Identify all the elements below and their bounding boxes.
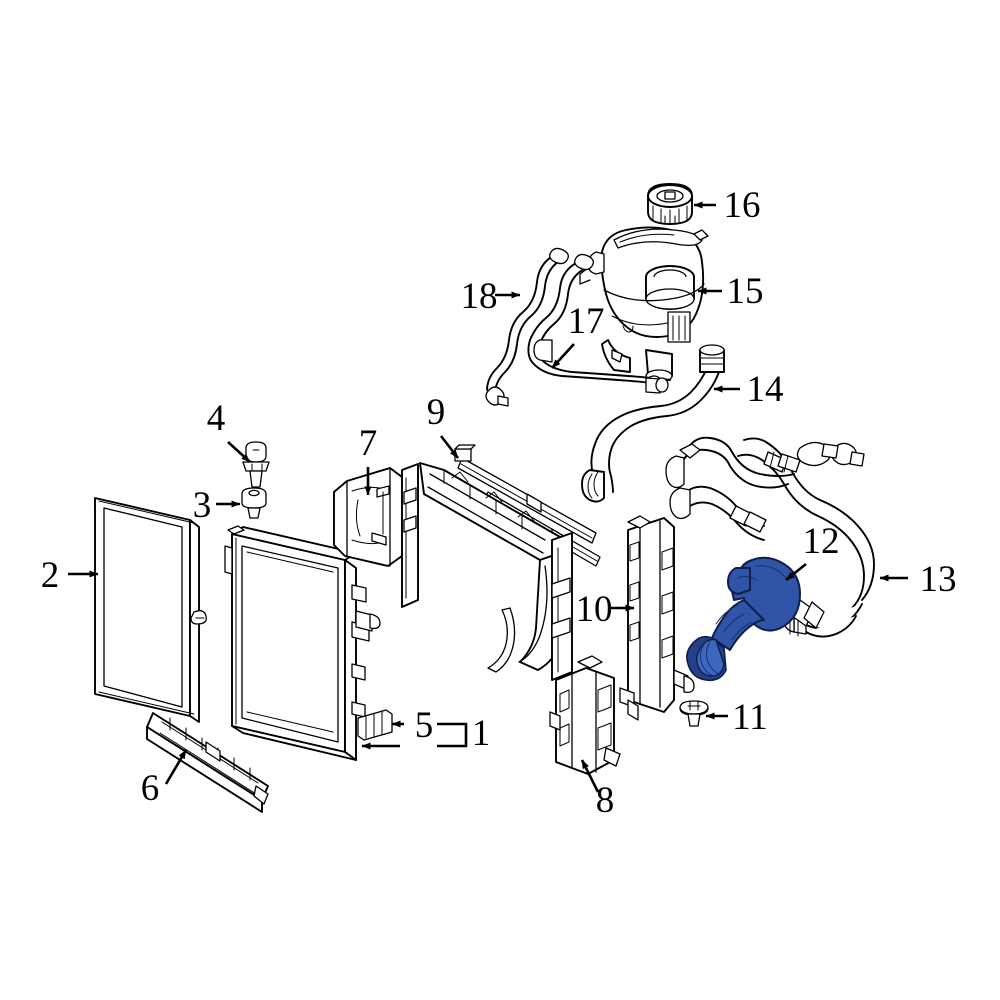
callout-label-9[interactable]: 9 <box>427 392 446 433</box>
callout-label-4[interactable]: 4 <box>207 398 226 439</box>
part-15-coolant-expansion-tank <box>579 226 709 383</box>
callout-label-8[interactable]: 8 <box>596 780 615 821</box>
leader-12 <box>785 562 807 582</box>
upper-crossmember-frame <box>419 462 573 681</box>
part-5-radiator-mount-bracket <box>357 709 393 741</box>
callout-label-1[interactable]: 1 <box>472 713 491 754</box>
leader-4 <box>227 441 251 463</box>
callout-label-11[interactable]: 11 <box>732 697 768 738</box>
part-3-condenser-grommet <box>241 487 267 519</box>
upper-right-hose-cluster <box>665 436 839 541</box>
callout-label-18[interactable]: 18 <box>461 276 498 317</box>
leader-9 <box>439 435 460 459</box>
callout-label-10[interactable]: 10 <box>576 589 613 630</box>
callout-label-15[interactable]: 15 <box>727 271 764 312</box>
part-4-upper-mount-pin <box>242 441 270 488</box>
bracket-1 <box>437 722 468 748</box>
callout-label-5[interactable]: 5 <box>415 705 434 746</box>
part-1-radiator <box>224 525 381 761</box>
callout-label-7[interactable]: 7 <box>359 423 378 464</box>
part-6-lower-air-deflector <box>146 712 269 813</box>
callout-label-3[interactable]: 3 <box>193 485 212 526</box>
callout-label-16[interactable]: 16 <box>724 185 761 226</box>
leader-6 <box>164 749 188 785</box>
part-17-vent-hose-lower <box>527 253 671 394</box>
part-18-vent-hose-upper <box>485 247 569 407</box>
part-8-lower-side-air-baffle <box>549 655 621 775</box>
callout-leaders <box>68 201 908 793</box>
part-16-reservoir-cap <box>647 183 693 225</box>
leader-8 <box>580 759 600 793</box>
part-2-ac-condenser <box>94 497 207 723</box>
part-10-side-air-guide <box>619 515 695 721</box>
part-12-coolant-hose-elbow <box>686 556 801 682</box>
part-11-retaining-clip <box>679 700 709 727</box>
leader-17 <box>551 343 575 369</box>
callout-label-6[interactable]: 6 <box>141 768 160 809</box>
callout-label-13[interactable]: 13 <box>920 559 957 600</box>
part-7-upper-air-guide <box>333 463 419 608</box>
callout-numbers: 1 2 3 4 5 6 7 8 9 10 11 12 13 14 15 16 1… <box>41 185 957 821</box>
callout-label-14[interactable]: 14 <box>747 369 784 410</box>
part-14-reservoir-outlet-hose <box>581 344 725 503</box>
callout-label-17[interactable]: 17 <box>568 301 605 342</box>
callout-label-12[interactable]: 12 <box>803 521 840 562</box>
callout-label-2[interactable]: 2 <box>41 555 60 596</box>
